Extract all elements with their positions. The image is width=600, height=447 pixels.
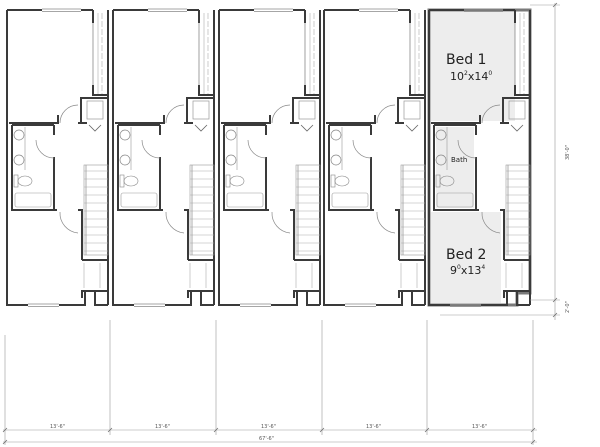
townhouse-unit-2	[112, 8, 215, 308]
unit-width-1: 13'-6"	[50, 424, 65, 430]
unit-width-5: 13'-6"	[472, 424, 487, 430]
horizontal-dimensions: 13'-6" 13'-6" 13'-6" 13'-6" 13'-6" 67'-6…	[2, 320, 537, 445]
unit-width-2: 13'-6"	[155, 424, 170, 430]
overall-width: 67'-6"	[259, 436, 274, 442]
unit-width-3: 13'-6"	[261, 424, 276, 430]
bath-label: Bath	[451, 156, 467, 164]
bed1-size: 102x140	[450, 70, 492, 83]
bed1-label: Bed 1	[446, 52, 486, 68]
townhouse-unit-1	[6, 8, 109, 308]
bed2-size: 90x134	[450, 264, 485, 277]
townhouse-unit-5-highlighted	[427, 8, 532, 308]
unit-width-4: 13'-6"	[366, 424, 381, 430]
depth-main-dimension: 38'-0"	[565, 145, 571, 160]
vertical-dimensions: 38'-0" 2'-0"	[440, 2, 571, 320]
depth-offset-dimension: 2'-0"	[565, 301, 571, 313]
townhouse-unit-3	[218, 8, 321, 308]
bed2-label: Bed 2	[446, 247, 486, 263]
townhouse-unit-4	[323, 8, 426, 308]
